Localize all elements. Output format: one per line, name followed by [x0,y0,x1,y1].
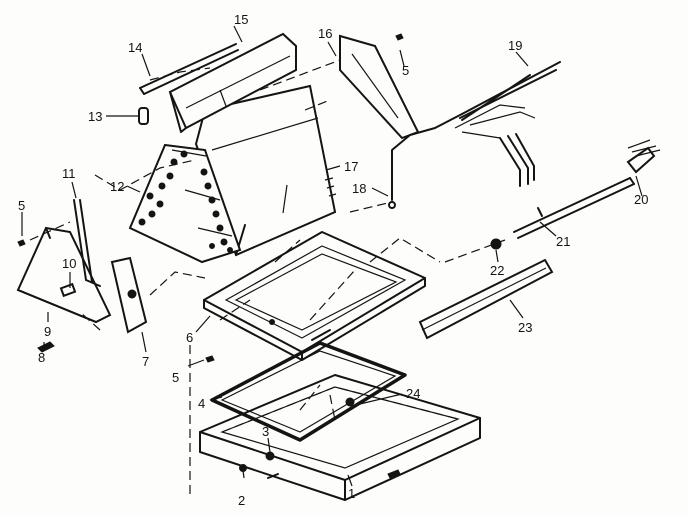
callout-23: 23 [518,320,532,335]
callout-18: 18 [352,181,366,196]
callout-24: 24 [406,386,420,401]
callout-5-left: 5 [18,198,25,213]
left-side-plate [16,199,112,324]
callout-22: 22 [490,263,504,278]
callout-13: 13 [88,109,102,124]
sensor-rod [513,139,661,239]
leader-lines [21,25,643,487]
callout-5-right: 5 [402,63,409,78]
callout-9: 9 [44,324,51,339]
callout-19: 19 [508,38,522,53]
access-panel [418,258,554,340]
callout-10: 10 [62,256,76,271]
callout-1: 1 [348,486,355,501]
callout-labels: 1 2 3 4 5 5 5 6 7 8 9 10 11 12 13 14 15 … [18,12,648,508]
right-side-plate [339,34,420,140]
callout-3: 3 [262,424,269,439]
callout-15: 15 [234,12,248,27]
callout-7: 7 [142,354,149,369]
tube-and-plug [138,43,239,125]
gasket [210,341,407,442]
tubing [388,127,436,209]
callout-11: 11 [62,166,76,181]
callout-16: 16 [318,26,332,41]
top-frame [203,231,426,361]
coil-assembly [128,84,337,264]
callout-5-lower: 5 [172,370,179,385]
fittings-and-screws [17,33,404,363]
callout-21: 21 [556,234,570,249]
fitting-22 [490,238,502,250]
baffle-plate [168,32,297,133]
drain-pan [199,374,481,501]
callout-12: 12 [110,179,124,194]
callout-4: 4 [198,396,205,411]
wire-harness [434,61,561,187]
callout-14: 14 [128,40,142,55]
alignment-lines [29,59,506,495]
callout-20: 20 [634,192,648,207]
bracket-plate [110,256,148,334]
callout-17: 17 [344,159,358,174]
callout-8: 8 [38,350,45,365]
callout-2: 2 [238,493,245,508]
callout-6: 6 [186,330,193,345]
